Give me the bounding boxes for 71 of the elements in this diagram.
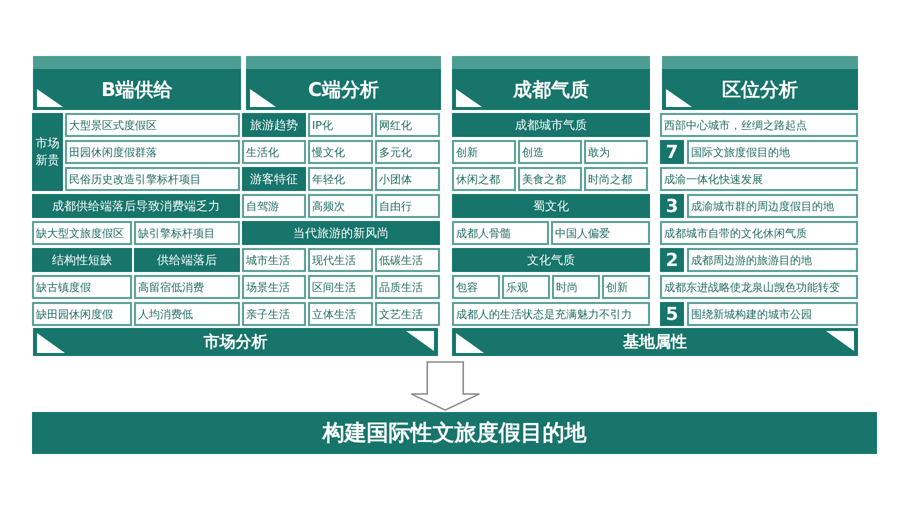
category-label: 结构性短缺: [32, 248, 132, 272]
item-label: 乐观: [502, 275, 550, 299]
item-label: 自由行: [375, 194, 440, 218]
item-label: 现代生活: [308, 248, 373, 272]
category-label: 成都供给端落后导致消费端乏力: [32, 194, 240, 218]
header-banner: C端分析: [246, 56, 441, 110]
item-label: 自驾游: [242, 194, 306, 218]
block-arrow: [410, 361, 480, 411]
item-label: 网红化: [375, 113, 440, 137]
item-label: 文艺生活: [375, 302, 440, 326]
number-badge: 7: [660, 140, 684, 164]
item-label: 区间生活: [308, 275, 373, 299]
item-label: 城市生活: [242, 248, 306, 272]
number-badge: 3: [660, 194, 684, 218]
section-banner: 基地属性: [452, 328, 858, 356]
item-label: 创新: [452, 140, 516, 164]
item-label: 大型景区式度假区: [65, 113, 240, 137]
item-label: IP化: [308, 113, 373, 137]
item-label: 高留宿低消费: [134, 275, 240, 299]
category-label: 蜀文化: [452, 194, 650, 218]
item-label: 亲子生活: [242, 302, 306, 326]
item-label: 成都东进战略使龙泉山觊色功能转变: [660, 275, 858, 299]
item-label: 西部中心城市，丝绸之路起点: [660, 113, 858, 137]
number-badge: 5: [660, 302, 684, 326]
item-label: 敢为: [584, 140, 648, 164]
item-label: 生活化: [242, 140, 306, 164]
item-label: 缺大型文旅度假区: [32, 221, 132, 245]
item-label: 休闲之都: [452, 167, 516, 191]
category-label: 供给端落后: [134, 248, 240, 272]
item-label: 中国人偏爱: [551, 221, 650, 245]
header-banner: 成都气质: [452, 56, 650, 110]
item-label: 时尚: [552, 275, 600, 299]
item-label: 包容: [452, 275, 500, 299]
item-label: 缺引擎标杆项目: [134, 221, 240, 245]
item-label: 民俗历史改造引擎标杆项目: [65, 167, 240, 191]
category-label: 游客特征: [242, 167, 306, 191]
category-label: 当代旅游的新风尚: [242, 221, 440, 245]
item-label: 人均消费低: [134, 302, 240, 326]
item-label: 慢文化: [308, 140, 373, 164]
item-label: 成都周边游的旅游目的地: [687, 248, 858, 272]
item-label: 成都城市自带的文化休闲气质: [660, 221, 858, 245]
item-label: 时尚之都: [584, 167, 648, 191]
item-label: 成都人的生活状态是充满魅力不引力: [452, 302, 650, 326]
item-label: 田园休闲度假群落: [65, 140, 240, 164]
item-label: 小团体: [375, 167, 440, 191]
header-banner: B端供给: [33, 56, 241, 110]
item-label: 缺古镇度假: [32, 275, 132, 299]
item-label: 年轻化: [308, 167, 373, 191]
item-label: 成渝一体化快速发展: [660, 167, 858, 191]
section-banner: 市场分析: [33, 328, 438, 356]
item-label: 品质生活: [375, 275, 440, 299]
item-label: 缺田园休闲度假: [32, 302, 132, 326]
item-label: 多元化: [375, 140, 440, 164]
category-label: 成都城市气质: [452, 113, 650, 137]
item-label: 国际文旅度假目的地: [687, 140, 858, 164]
number-badge: 2: [660, 248, 684, 272]
item-label: 立体生活: [308, 302, 373, 326]
item-label: 低碳生活: [375, 248, 440, 272]
item-label: 创造: [518, 140, 582, 164]
category-label: 旅游趋势: [242, 113, 306, 137]
conclusion-banner: 构建国际性文旅度假目的地: [32, 412, 877, 454]
item-label: 高频次: [308, 194, 373, 218]
item-label: 成都人骨髓: [452, 221, 549, 245]
item-label: 围绕新城构建的城市公园: [687, 302, 858, 326]
header-banner: 区位分析: [662, 56, 858, 110]
item-label: 创新: [602, 275, 650, 299]
category-label: 市场新贵: [32, 113, 63, 191]
item-label: 场景生活: [242, 275, 306, 299]
item-label: 成渝城市群的周边度假目的地: [687, 194, 858, 218]
item-label: 美食之都: [518, 167, 582, 191]
category-label: 文化气质: [452, 248, 650, 272]
